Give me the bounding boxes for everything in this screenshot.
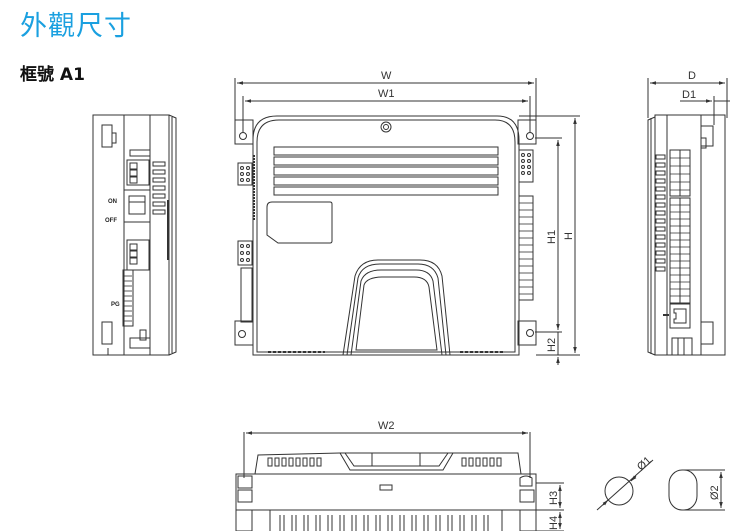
left-side-view: [92, 114, 177, 356]
dimension-d1-label: D1: [682, 89, 696, 101]
dimension-h3-label: H3: [548, 491, 560, 505]
pg-label: PG: [111, 302, 120, 308]
dimension-h-label: H: [563, 232, 575, 240]
dimension-w-label: W: [381, 70, 392, 82]
dimension-w1-label: W1: [378, 88, 395, 100]
switch-off-label: OFF: [105, 218, 117, 224]
dimension-h4-label: H4: [548, 516, 560, 530]
frame-label: 框號 A1: [20, 65, 85, 85]
dimension-h1-label: H1: [546, 230, 558, 244]
round-hole-label: Ø1: [635, 454, 654, 473]
dimension-d-label: D: [688, 70, 696, 82]
hole-details: [596, 459, 725, 511]
switch-on-label: ON: [108, 199, 117, 205]
dimension-h2-label: H2: [546, 338, 558, 352]
right-side-view: [647, 78, 730, 356]
bottom-view: [235, 431, 564, 531]
front-view: [234, 78, 580, 365]
dimension-w2-label: W2: [378, 420, 395, 432]
slot-hole-label: Ø2: [709, 485, 721, 500]
page-title: 外觀尺寸: [20, 11, 132, 42]
